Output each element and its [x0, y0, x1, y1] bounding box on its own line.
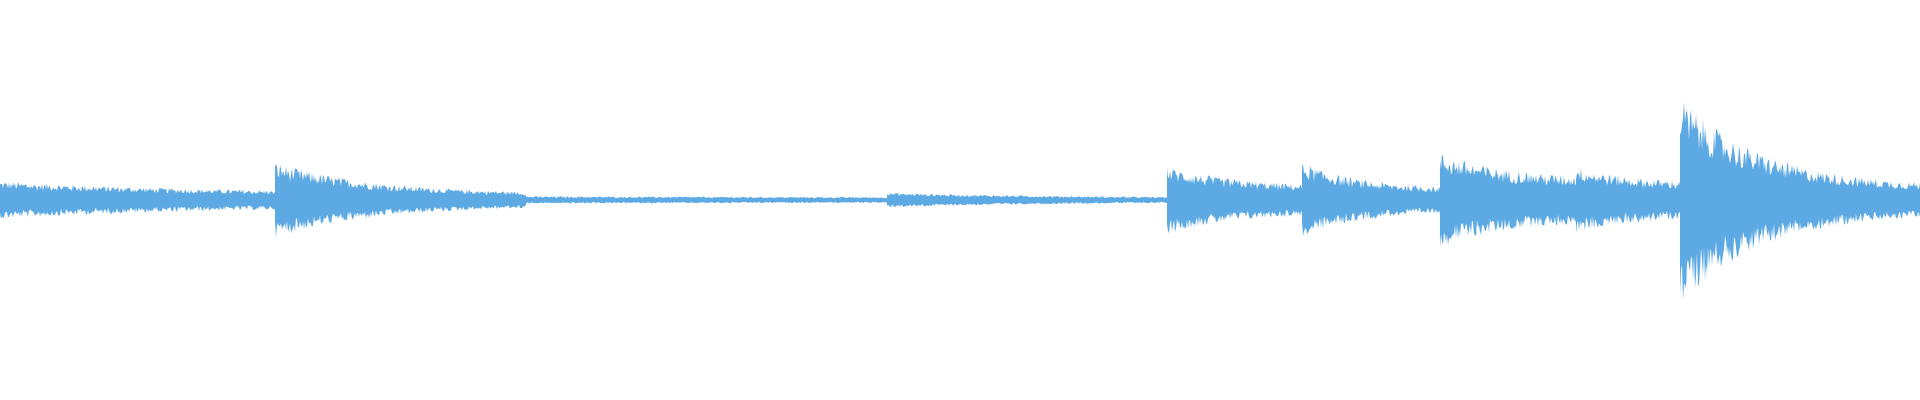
waveform-segment — [275, 164, 526, 238]
waveform-segment — [1167, 168, 1302, 233]
waveform-segment — [0, 182, 275, 219]
waveform-segment — [1576, 168, 1680, 234]
waveform-segment — [1680, 102, 1920, 300]
waveform-segment — [1440, 154, 1576, 248]
